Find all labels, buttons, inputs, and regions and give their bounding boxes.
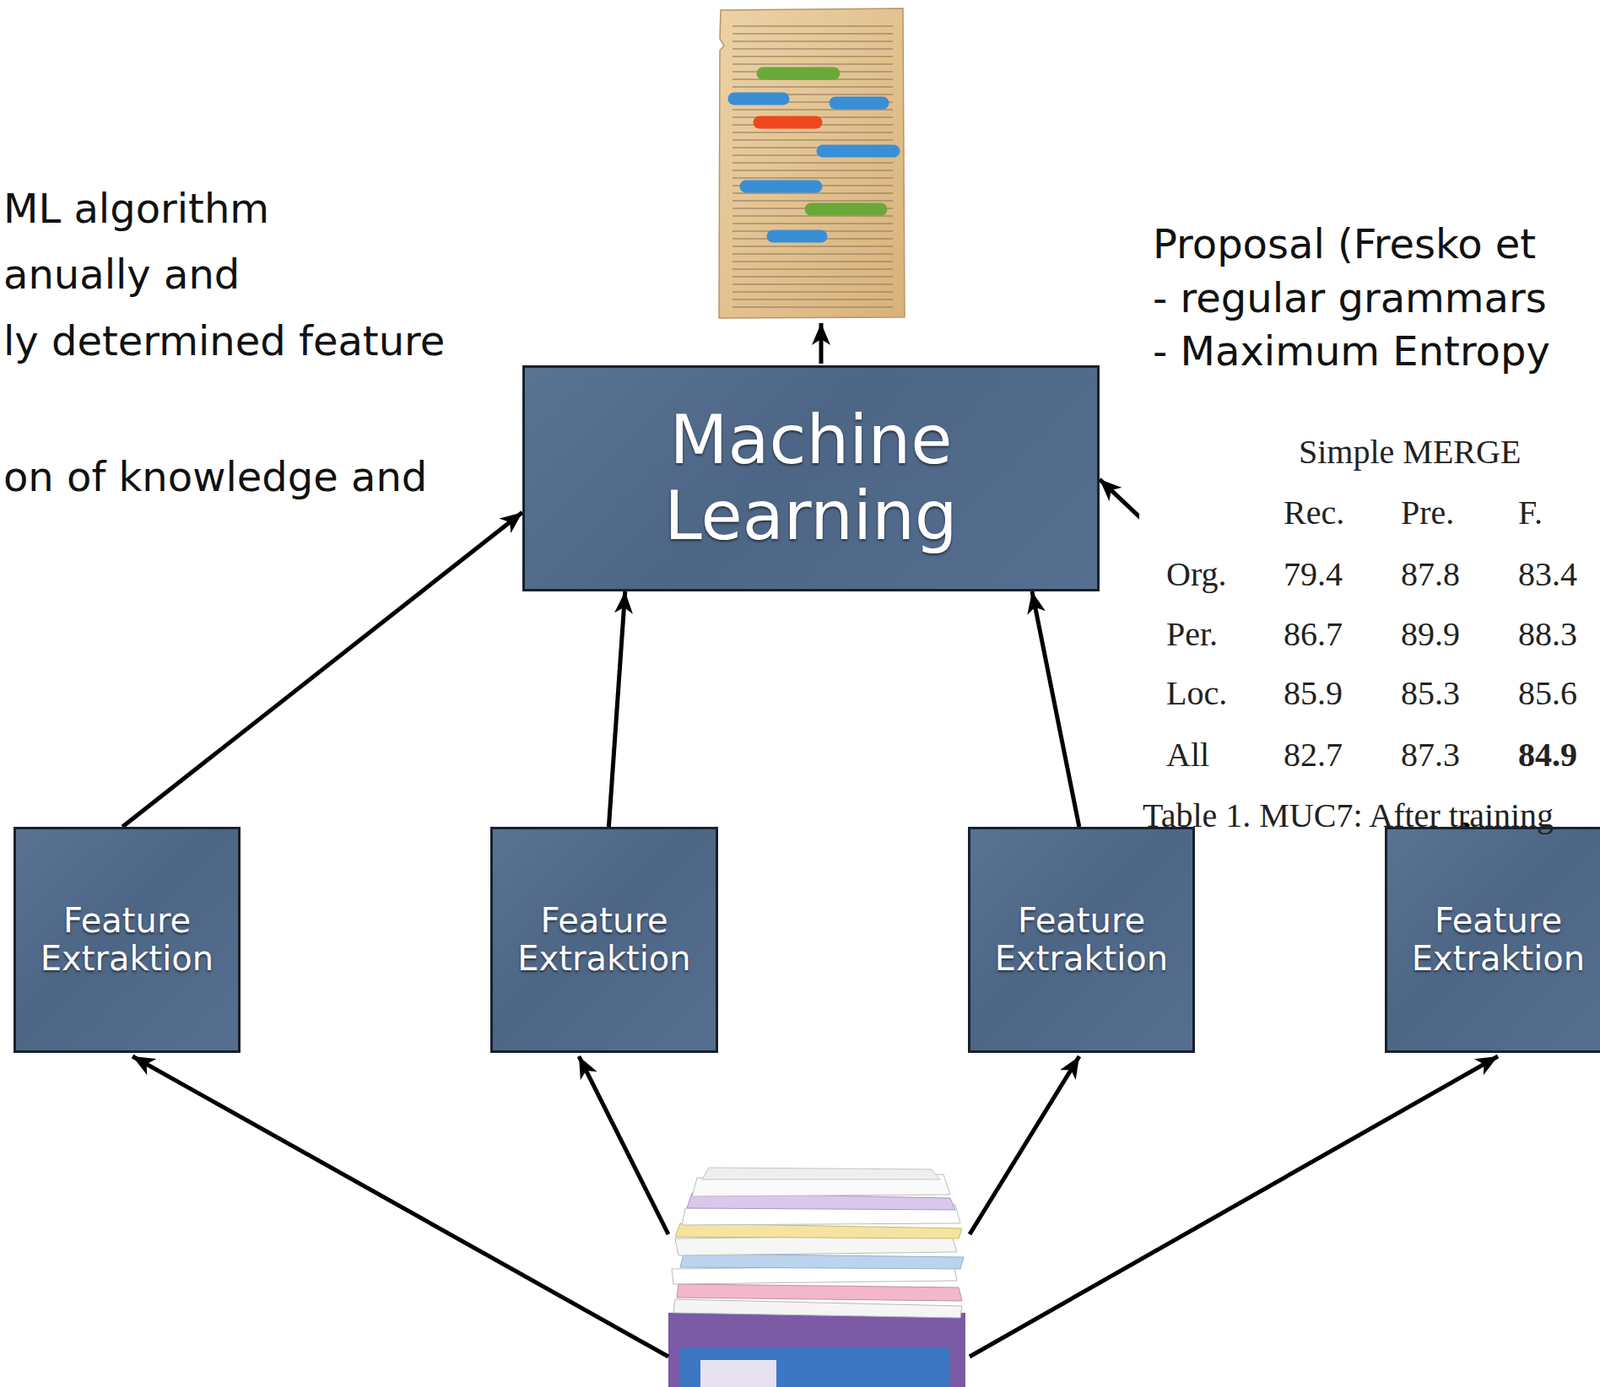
table-cell: 83.4 (1518, 554, 1578, 595)
annotated-document (718, 8, 905, 319)
document-text-lines (732, 21, 893, 309)
feature-arrow (608, 591, 625, 828)
sheet (680, 1254, 964, 1270)
table-cell: All (1166, 735, 1210, 776)
binder (680, 1348, 951, 1387)
output-arrow (819, 323, 824, 364)
highlight-bar (762, 67, 834, 81)
table-cell: 89.9 (1400, 614, 1460, 655)
box-label: Machine Learning (616, 402, 1006, 554)
table-cell: F. (1518, 492, 1543, 534)
table-cell: Org. (1166, 554, 1227, 595)
feature-box: Feature Extraktion (13, 827, 241, 1054)
binder (668, 1313, 966, 1387)
table-cell: 85.9 (1283, 673, 1343, 714)
highlight-bar (772, 230, 822, 244)
table-cell: Per. (1166, 614, 1218, 655)
highlight-bars (734, 73, 894, 237)
slide-note: - regular grammars (1152, 274, 1547, 324)
box-label: Feature Extraktion (980, 902, 1184, 979)
feature-box: Feature Extraktion (1384, 827, 1600, 1054)
feature-arrow (1032, 591, 1080, 828)
table-cell: Loc. (1166, 673, 1228, 714)
table-cell: 87.3 (1400, 735, 1460, 776)
document-page (718, 8, 905, 319)
box-label: Feature Extraktion (502, 902, 706, 979)
slide-note: - Maximum Entropy (1152, 327, 1551, 377)
paper-stack (668, 1167, 966, 1387)
highlight-bar (810, 203, 882, 217)
box-label: Feature Extraktion (1397, 902, 1600, 979)
table-cell: Table 1. MUC7: After training (1142, 795, 1554, 837)
sheet (675, 1223, 963, 1239)
sheet (702, 1167, 941, 1180)
box-label: Feature Extraktion (26, 902, 229, 979)
highlight-bar (734, 92, 784, 106)
table-cell: 82.7 (1283, 735, 1343, 776)
input-arrow (578, 1056, 669, 1235)
highlight-bar (835, 97, 883, 110)
process-box: Machine Learning (522, 365, 1100, 592)
binder-label (700, 1360, 777, 1387)
table-cell: 85.3 (1400, 673, 1460, 714)
table-cell: 79.4 (1283, 554, 1343, 595)
table-cell: 87.8 (1400, 554, 1460, 595)
slide-note: on of knowledge and (3, 453, 428, 503)
slide-note: ML algorithm (3, 184, 270, 234)
feature-box: Feature Extraktion (490, 827, 719, 1054)
sheet (676, 1284, 963, 1302)
highlight-bar (745, 180, 817, 194)
highlight-bar (822, 145, 894, 158)
table-cell: 86.7 (1283, 614, 1343, 655)
input-arrow (132, 1056, 669, 1357)
table-cell: Simple MERGE (1298, 432, 1521, 473)
table-cell: 84.9 (1518, 735, 1578, 776)
input-arrow (969, 1056, 1080, 1235)
slide-note: ly determined feature (3, 317, 445, 367)
slide-note: anually and (3, 250, 240, 300)
input-arrow (969, 1056, 1498, 1357)
table-cell: Rec. (1283, 492, 1345, 534)
slide-note: Proposal (Fresko et (1152, 220, 1536, 270)
sheet (673, 1299, 963, 1319)
table-cell: 88.3 (1518, 614, 1578, 655)
table-cell: 85.6 (1518, 673, 1578, 714)
table-cell: Pre. (1400, 492, 1455, 534)
feature-box: Feature Extraktion (967, 827, 1195, 1054)
highlight-bar (759, 116, 817, 130)
feature-arrow (122, 512, 523, 828)
